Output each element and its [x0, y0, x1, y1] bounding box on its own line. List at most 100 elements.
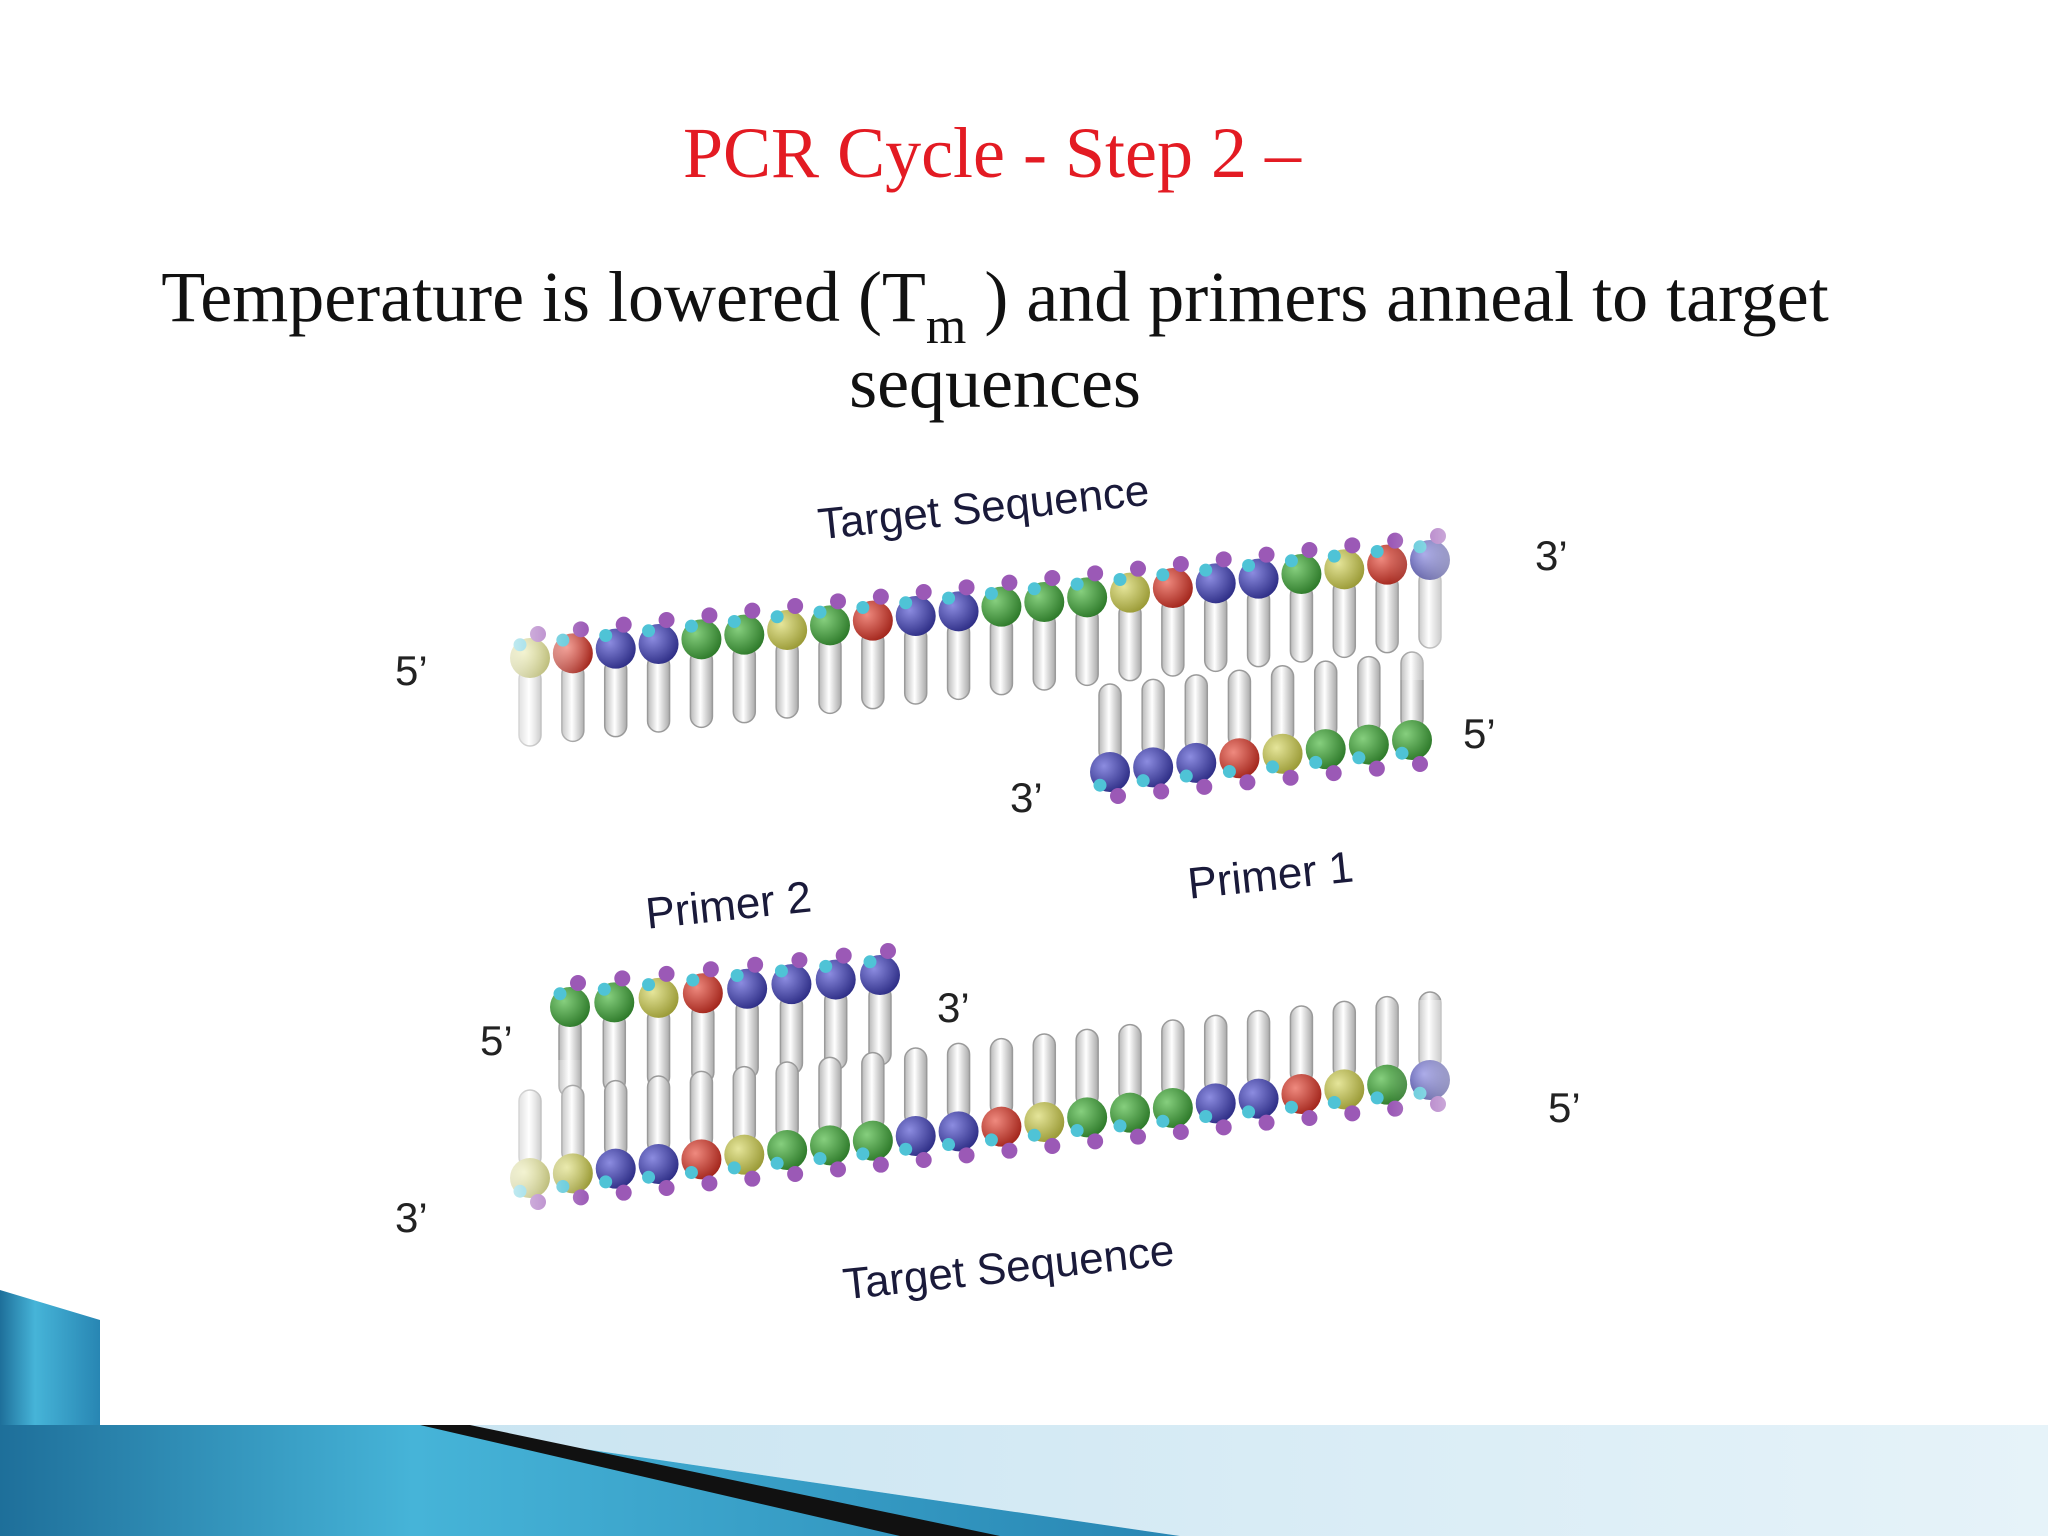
corner-blue-band — [0, 1425, 1180, 1536]
base-pair-rung — [1075, 1028, 1099, 1109]
base-pair-rung — [946, 620, 971, 701]
backbone-sugar — [1156, 1114, 1170, 1128]
base-pair-rung — [689, 1070, 714, 1151]
backbone-sugar — [770, 610, 784, 624]
backbone-sugar — [856, 600, 870, 614]
backbone-sugar — [1327, 1096, 1341, 1110]
backbone-sugar — [730, 969, 744, 983]
backbone-phosphate — [1215, 1119, 1232, 1136]
backbone-phosphate — [701, 1175, 718, 1192]
backbone-phosphate — [1044, 1138, 1061, 1154]
backbone-sugar — [1242, 558, 1256, 572]
backbone-sugar — [1070, 1124, 1084, 1138]
base-pair-rung — [775, 639, 799, 719]
backbone-phosphate — [835, 947, 852, 964]
subtitle-text-post: ) and primers anneal to target sequences — [849, 257, 1829, 423]
bottom-strand-5prime-end: 5’ — [1548, 1084, 1581, 1131]
bottom-strand-3prime-end: 3’ — [395, 1194, 428, 1241]
backbone-phosphate — [915, 584, 932, 600]
backbone-phosphate — [1239, 774, 1256, 791]
base-pair-rung — [1246, 587, 1271, 668]
base-pair-rung — [818, 634, 842, 715]
base-pair-rung — [1227, 669, 1252, 750]
backbone-phosphate — [1301, 1110, 1318, 1126]
backbone-phosphate — [744, 1170, 761, 1187]
backbone-phosphate — [1282, 769, 1299, 786]
backbone-sugar — [984, 586, 998, 600]
backbone-phosphate — [1258, 546, 1275, 563]
backbone-phosphate — [872, 588, 889, 605]
backbone-sugar — [684, 619, 698, 633]
base-pair-rung — [1184, 674, 1209, 754]
backbone-sugar — [1093, 778, 1107, 792]
corner-dark-wedge — [420, 1425, 1000, 1536]
backbone-phosphate — [701, 607, 718, 624]
backbone-phosphate — [1110, 788, 1126, 804]
corner-pale-band — [420, 1425, 2048, 1536]
base-pair-rung — [603, 1079, 628, 1160]
base-pair-rung — [903, 1047, 928, 1127]
backbone-phosphate — [1130, 1128, 1146, 1145]
backbone-phosphate — [958, 579, 975, 596]
base-pair-rung — [1161, 1019, 1185, 1099]
backbone-sugar — [1113, 1119, 1127, 1133]
backbone-sugar — [599, 1175, 613, 1189]
backbone-sugar — [774, 964, 788, 978]
backbone-sugar — [599, 628, 613, 642]
corner-blue-tab — [0, 1290, 100, 1425]
base-pair-rung — [1332, 1000, 1357, 1081]
base-pair-rung — [946, 1042, 971, 1123]
backbone-phosphate — [880, 943, 896, 959]
base-pair-rung — [989, 615, 1014, 696]
base-pair-rung — [861, 1051, 885, 1132]
backbone-sugar — [863, 955, 877, 969]
top-strand-5prime-end: 5’ — [395, 647, 428, 694]
top-strand-3prime-end: 3’ — [1535, 532, 1568, 579]
backbone-phosphate — [658, 612, 675, 628]
subtitle-subscript: m — [925, 298, 967, 355]
backbone-sugar — [597, 982, 611, 996]
backbone-phosphate — [1344, 1105, 1361, 1122]
backbone-sugar — [1113, 572, 1127, 586]
backbone-phosphate — [1196, 778, 1213, 795]
backbone-sugar — [1179, 769, 1193, 783]
backbone-sugar — [1156, 568, 1170, 582]
backbone-phosphate — [1325, 765, 1342, 782]
backbone-phosphate — [1215, 551, 1232, 568]
backbone-phosphate — [958, 1147, 975, 1164]
base-pair-rung — [1289, 1005, 1314, 1085]
base-pair-rung — [1075, 606, 1099, 687]
backbone-phosphate — [1087, 1133, 1104, 1150]
backbone-sugar — [899, 1142, 913, 1156]
base-pair-rung — [1270, 664, 1295, 745]
backbone-sugar — [727, 1161, 741, 1175]
base-pair-rung — [1203, 592, 1228, 673]
backbone-sugar — [942, 591, 956, 605]
base-pair-rung — [732, 1065, 757, 1146]
primer-2-strand — [550, 943, 900, 1098]
backbone-phosphate — [1172, 556, 1189, 572]
bottom-strand-label: Target Sequence — [840, 1226, 1176, 1310]
primer-1-5prime-end: 5’ — [1463, 710, 1496, 757]
base-pair-rung — [1032, 611, 1057, 691]
backbone-phosphate — [1001, 1142, 1018, 1159]
base-pair-rung — [818, 1056, 842, 1137]
backbone-sugar — [1222, 764, 1236, 778]
backbone-phosphate — [1153, 783, 1170, 800]
backbone-sugar — [1266, 760, 1280, 774]
backbone-sugar — [1284, 554, 1298, 568]
backbone-sugar — [813, 1152, 827, 1166]
backbone-sugar — [1199, 563, 1213, 577]
backbone-sugar — [1199, 1110, 1213, 1124]
backbone-sugar — [1070, 577, 1084, 591]
backbone-sugar — [642, 624, 656, 638]
primer-2-3prime-end: 3’ — [937, 984, 970, 1031]
backbone-phosphate — [614, 970, 631, 987]
backbone-phosphate — [747, 956, 764, 973]
subtitle-text-pre: Temperature is lowered (T — [161, 257, 926, 337]
backbone-phosphate — [615, 1184, 632, 1201]
backbone-sugar — [1136, 774, 1150, 788]
backbone-sugar — [1284, 1100, 1298, 1114]
backbone-phosphate — [787, 1166, 804, 1182]
